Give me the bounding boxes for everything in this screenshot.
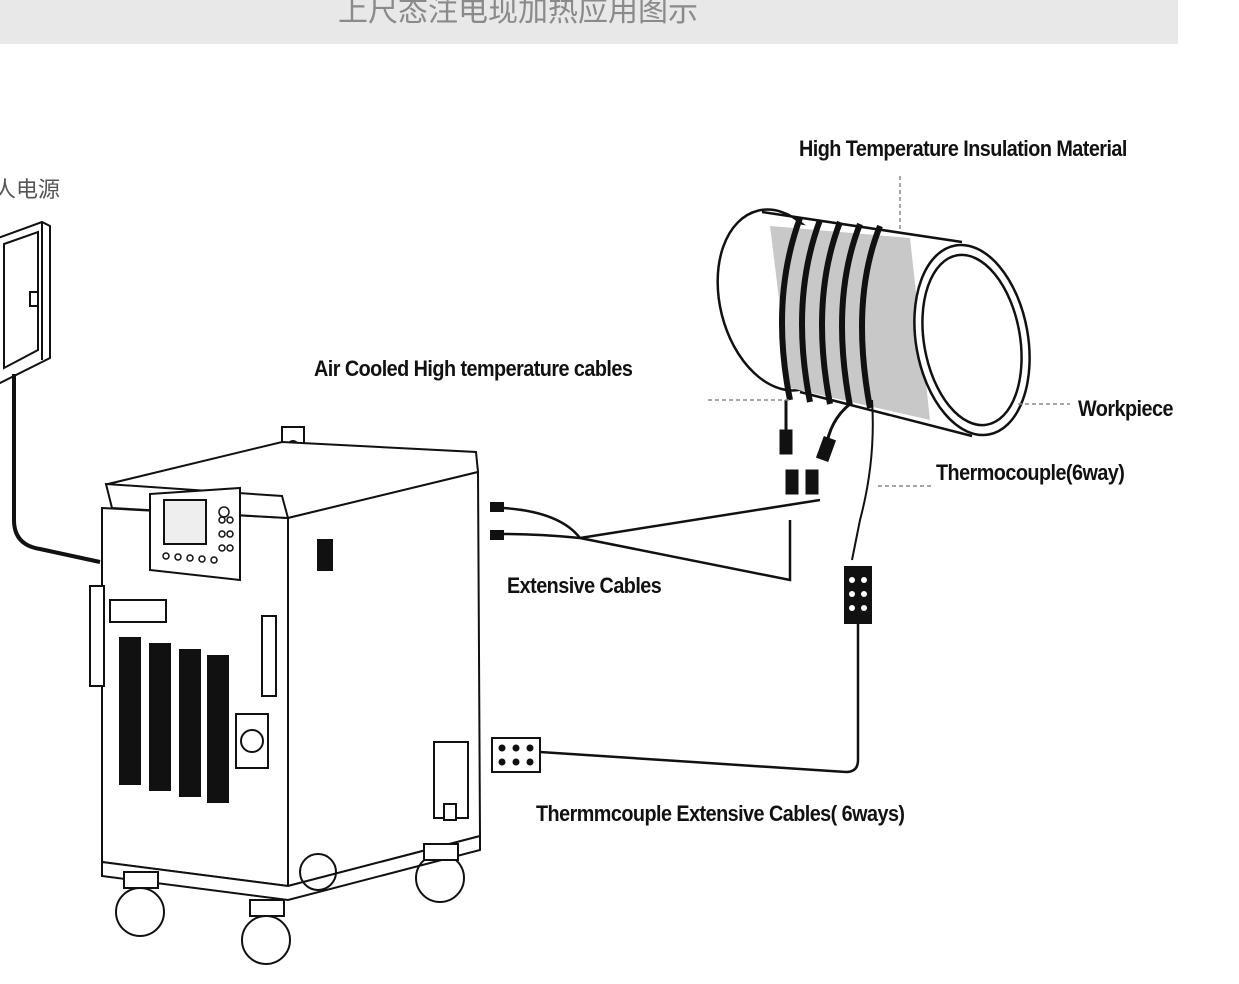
- air-cables-label: Air Cooled High temperature cables: [314, 356, 633, 381]
- output-connectors: [490, 502, 504, 540]
- thermocouple-extension-wire: [539, 624, 860, 774]
- control-panel-buttons: [162, 506, 234, 564]
- induction-heating-machine: [89, 426, 482, 965]
- coil-plugs: [779, 429, 837, 495]
- extensive-cables-line: [503, 498, 821, 582]
- leader-lines: [708, 176, 1070, 487]
- power-distribution-box: [0, 220, 51, 385]
- extensive-cables-label: Extensive Cables: [507, 573, 662, 598]
- thermocouple-label: Thermocouple(6way): [936, 460, 1125, 485]
- thermocouple-wire: [851, 399, 874, 561]
- thermocouple-terminal-block: [491, 737, 541, 773]
- coil-leads: [784, 400, 851, 449]
- thermo-ext-cables-label: Thermmcouple Extensive Cables( 6ways): [536, 801, 905, 826]
- top-banner: 上尺态注电现加热应用图示: [0, 0, 1178, 44]
- power-cable: [12, 374, 101, 564]
- thermocouple-junction-6way: [844, 566, 872, 624]
- heating-coil: [779, 216, 883, 409]
- insulation-label: High Temperature Insulation Material: [799, 136, 1127, 161]
- power-input-label: 人电源: [0, 178, 61, 203]
- banner-title: 上尺态注电现加热应用图示: [338, 0, 698, 29]
- workpiece-label: Workpiece: [1078, 396, 1173, 421]
